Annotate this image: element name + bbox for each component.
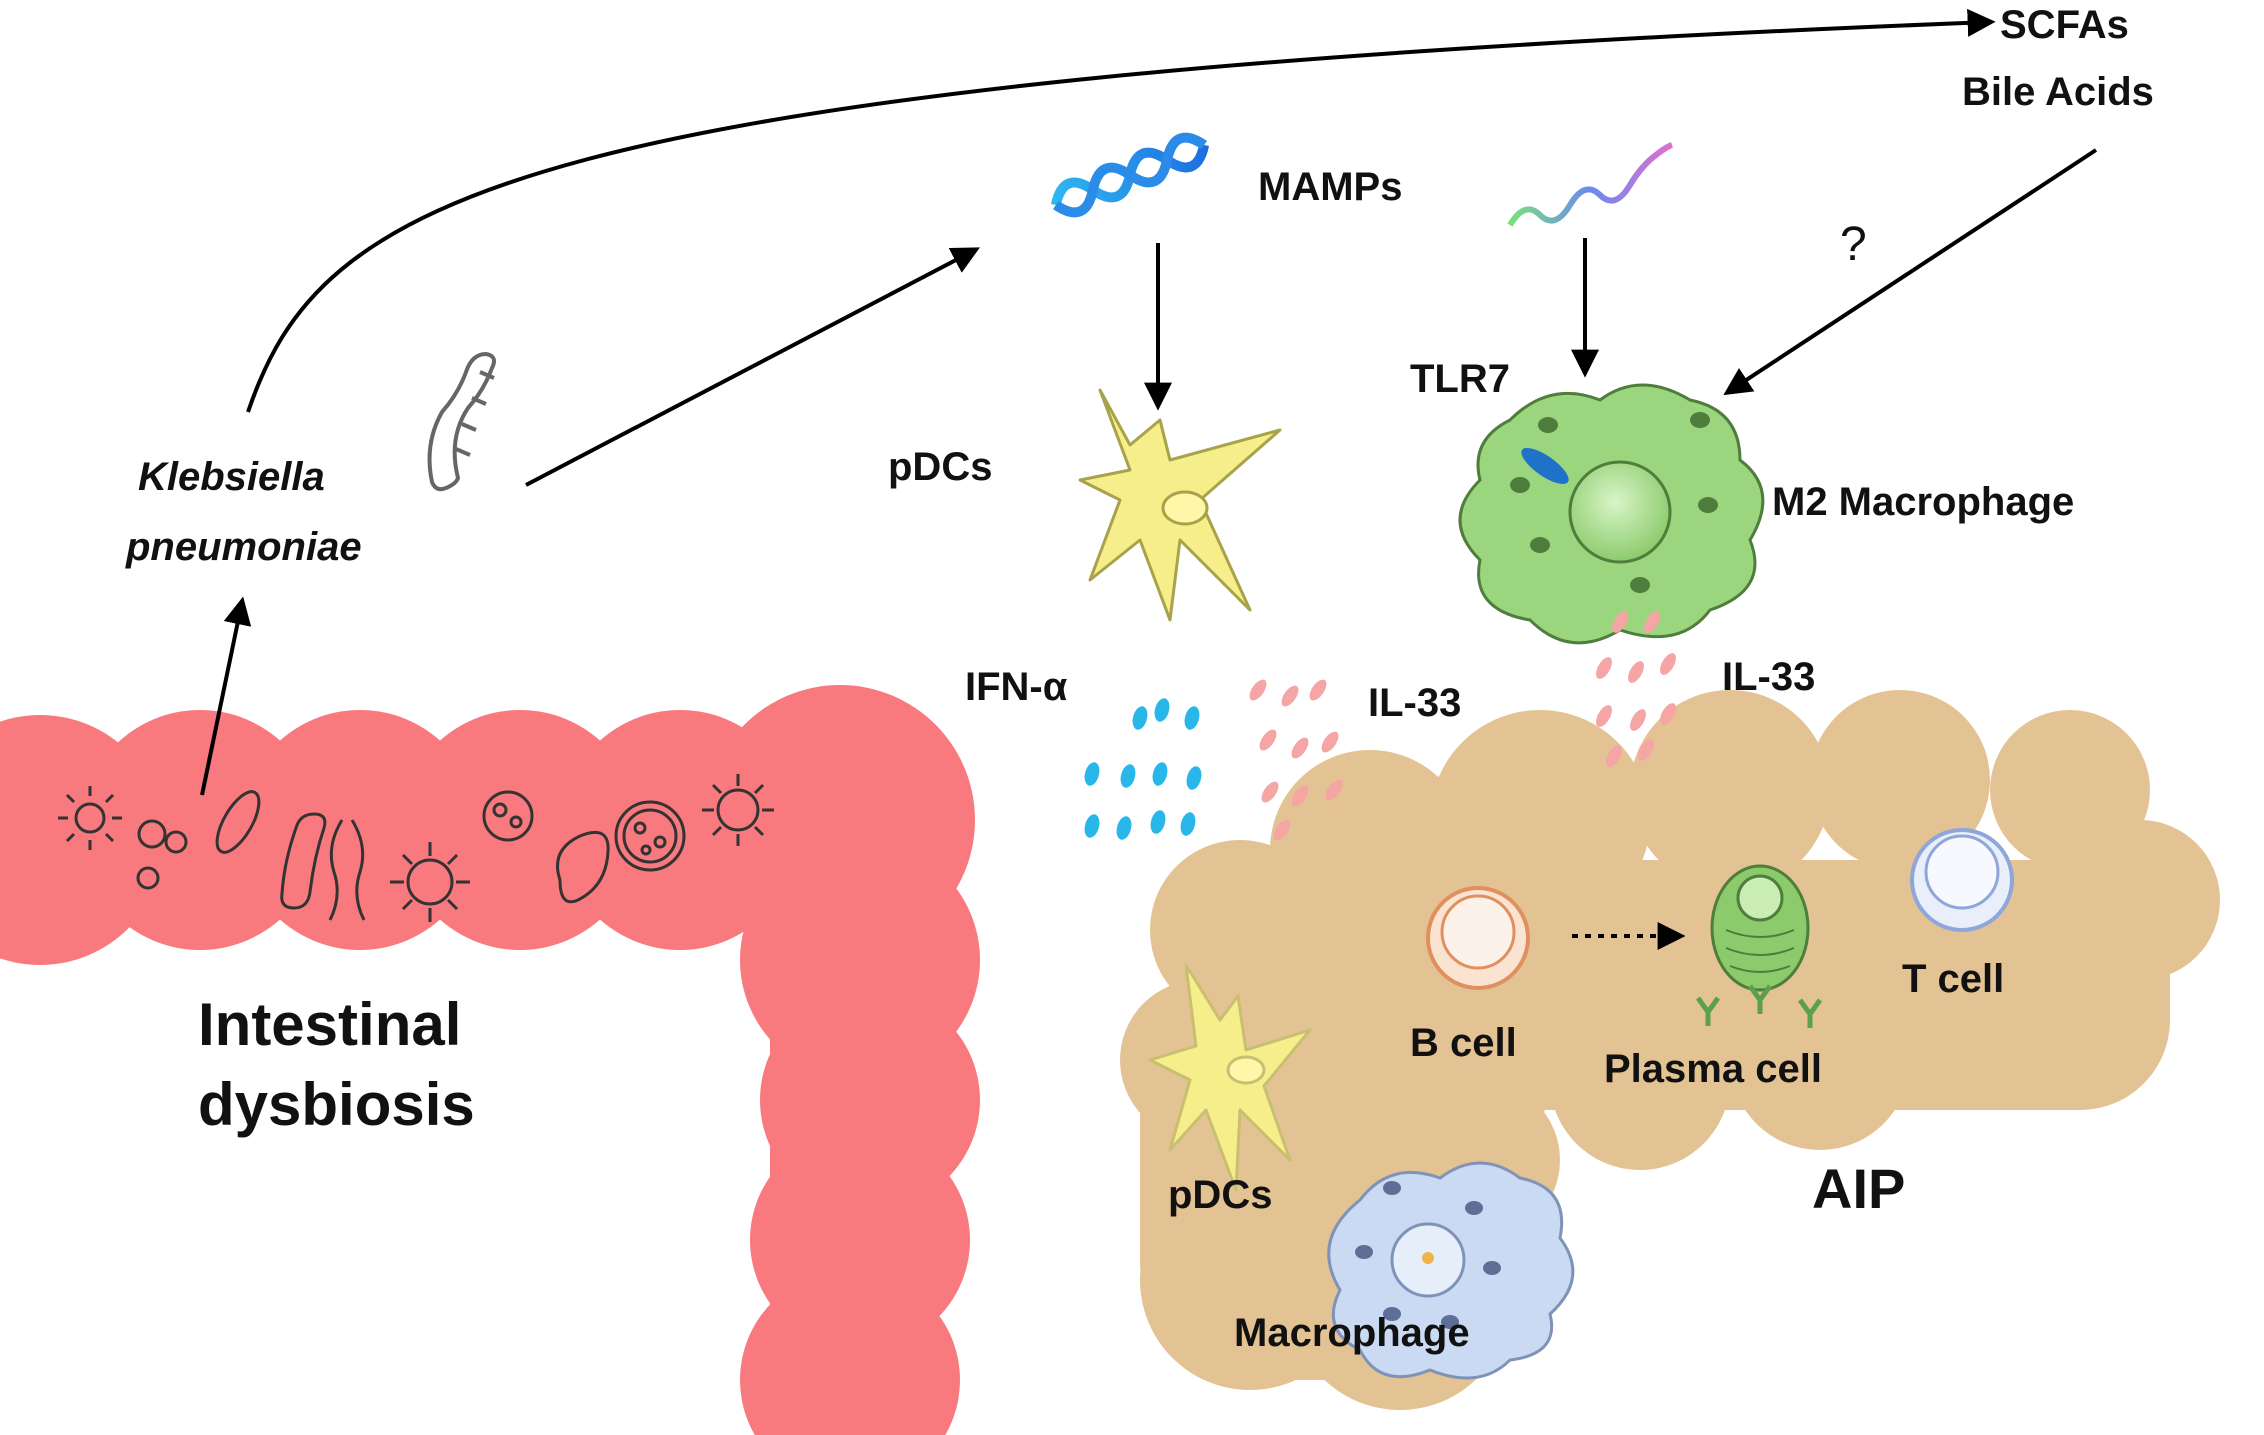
rod-bacterium-icon [215, 790, 261, 854]
intestine-shape [0, 685, 980, 1435]
antibody-icons [1695, 984, 1823, 1028]
il33-drops-right [1596, 611, 1676, 767]
klebsiella-label-line1: Klebsiella [138, 455, 325, 499]
ifn-alpha-label: IFN-α [965, 665, 1068, 709]
scfas-label: SCFAs [2000, 3, 2129, 47]
bile-acids-label: Bile Acids [1962, 70, 2154, 114]
pdc-cell-top [1078, 388, 1282, 622]
t-cell-label: T cell [1902, 957, 2004, 1001]
tlr7-receptor-icon [1521, 447, 1569, 485]
m2-macrophage-label: M2 Macrophage [1772, 480, 2074, 524]
arrow-gut-to-klebsiella [200, 596, 252, 796]
protozoa-icon [556, 831, 610, 904]
plasma-cell-label: Plasma cell [1604, 1047, 1822, 1091]
il33-label-right: IL-33 [1722, 655, 1815, 699]
mamps-label: MAMPs [1258, 165, 1402, 209]
intestinal-label-line2: dysbiosis [198, 1071, 475, 1138]
coccus-cluster-icon [136, 819, 188, 890]
spirillum-icon [328, 819, 366, 921]
dna-icon [1050, 132, 1210, 218]
macrophage-cell [1327, 1161, 1575, 1380]
pdcs-label-bottom: pDCs [1168, 1173, 1272, 1217]
arrow-to-scfas [246, 8, 1996, 413]
klebsiella-label-line2: pneumoniae [125, 525, 362, 569]
gut-microbes [58, 774, 774, 922]
b-cell-icon [1426, 886, 1530, 990]
pdcs-label-top: pDCs [888, 445, 992, 489]
chain-bacterium-icon [280, 812, 327, 910]
rna-icon [1507, 142, 1674, 227]
aip-label: AIP [1812, 1157, 1905, 1220]
virus-icon [58, 786, 122, 850]
b-cell-label: B cell [1410, 1021, 1517, 1065]
cyst-icon [482, 790, 534, 842]
arrow-scfas-to-m2 [1723, 148, 2098, 396]
question-mark: ? [1840, 218, 1867, 271]
t-cell-icon [1910, 828, 2014, 932]
tlr7-label: TLR7 [1410, 357, 1510, 401]
arrows [200, 8, 2098, 950]
phage-icon [390, 842, 470, 922]
klebsiella-bacteria-icon [427, 351, 496, 492]
m2-macrophage-cell [1458, 383, 1765, 645]
arrow-to-mamps [525, 247, 980, 487]
intestinal-label-line1: Intestinal [198, 991, 461, 1058]
il33-drops-left [1249, 679, 1343, 841]
macrophage-label: Macrophage [1234, 1311, 1470, 1355]
pdc-cell-bottom [1148, 963, 1312, 1192]
il33-label-left: IL-33 [1368, 681, 1461, 725]
amoeba-icon [614, 800, 686, 872]
plasma-cell-icon [1695, 864, 1823, 1028]
ifn-alpha-drops [1084, 698, 1202, 840]
spiked-virus-icon [702, 774, 774, 846]
pancreas-shape [1120, 690, 2220, 1410]
